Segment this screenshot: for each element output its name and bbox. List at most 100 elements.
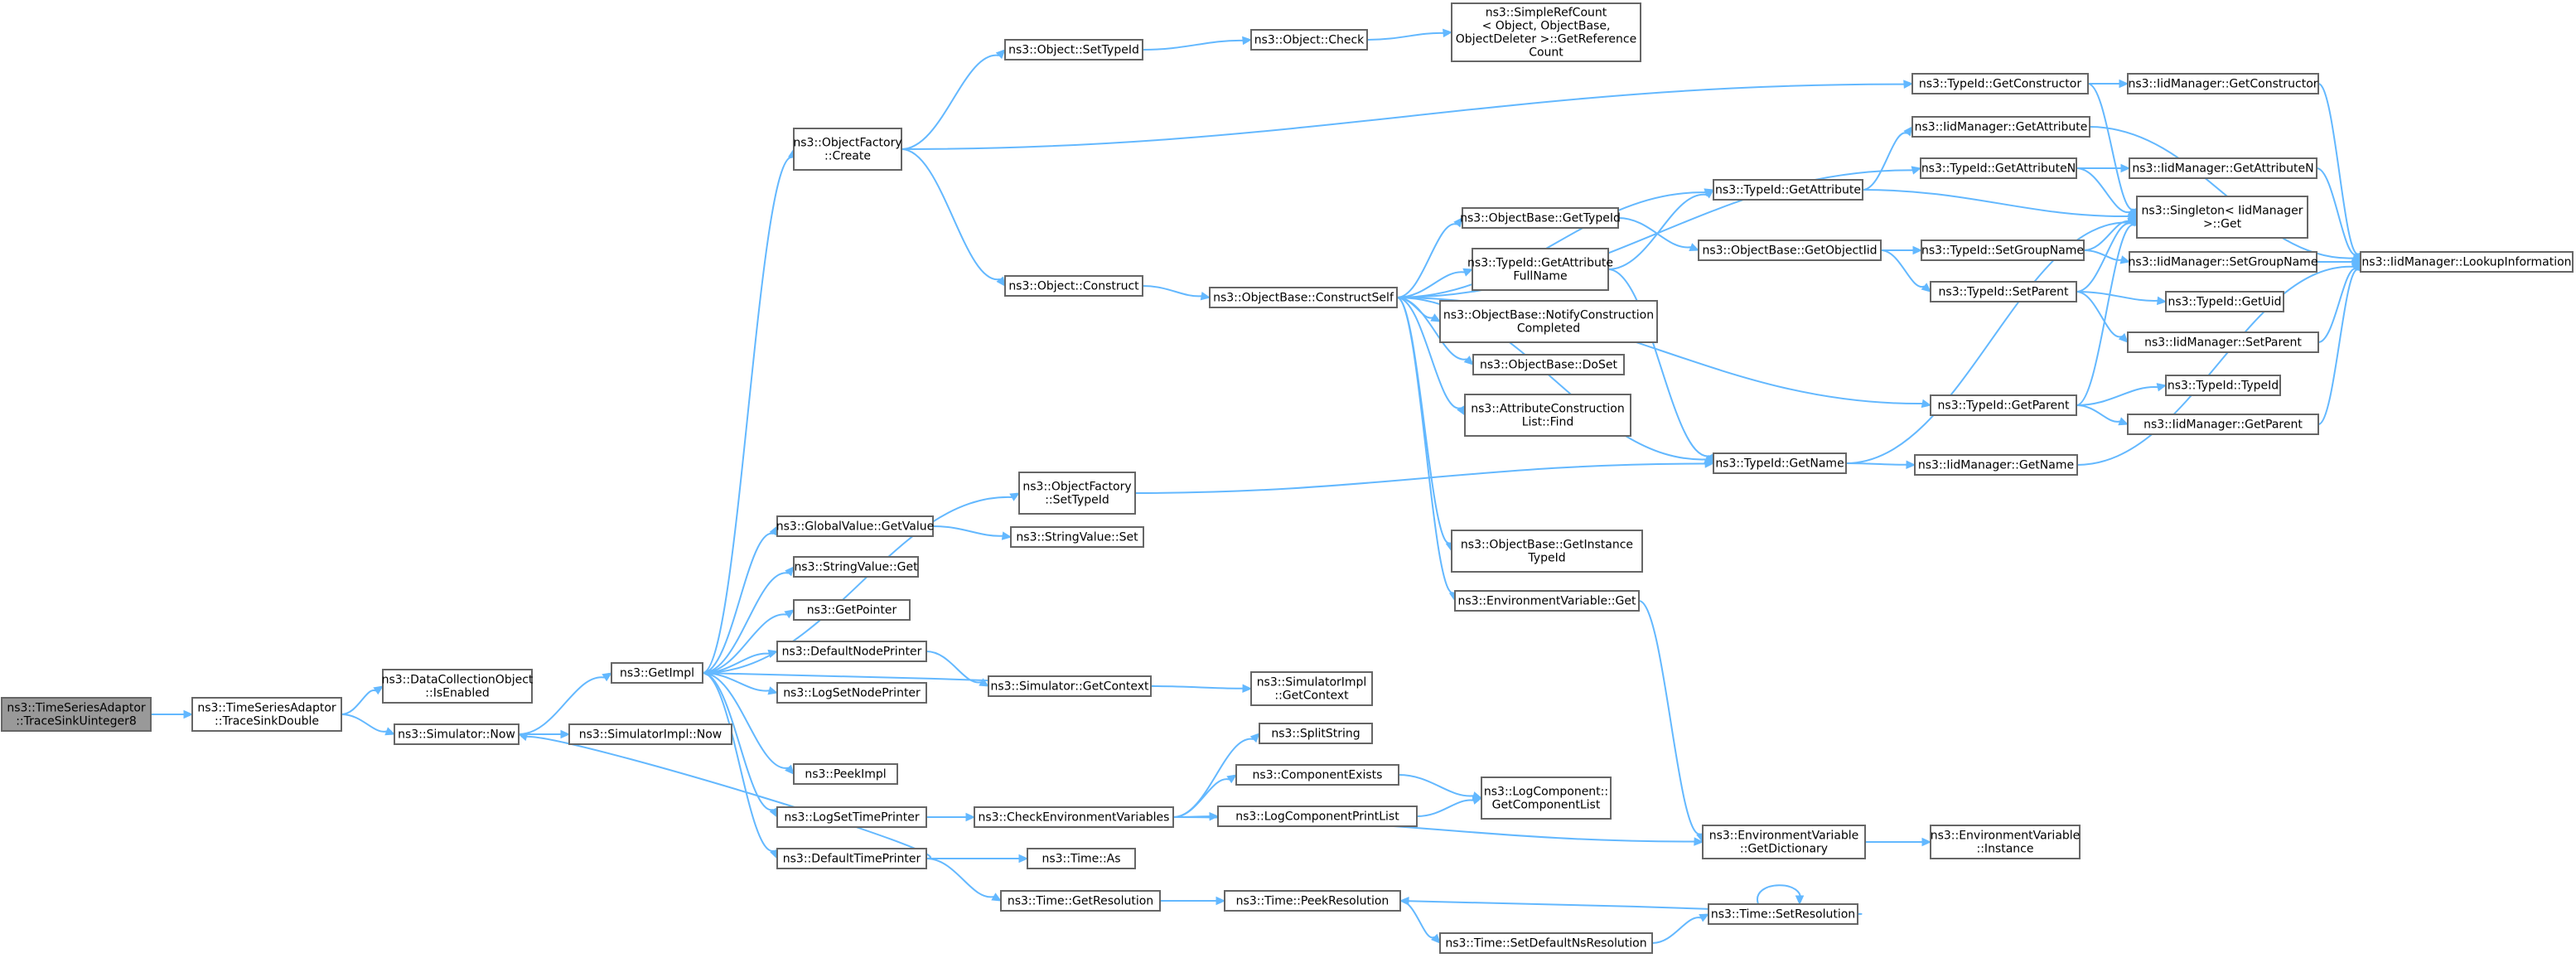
graph-node-checkenv[interactable]: ns3::CheckEnvironmentVariables <box>974 806 1174 828</box>
graph-node-timesetres[interactable]: ns3::Time::SetResolution <box>1708 903 1858 925</box>
graph-node-timeas[interactable]: ns3::Time::As <box>1027 848 1136 869</box>
graph-node-box <box>1250 29 1368 51</box>
graph-node-box <box>2129 157 2317 179</box>
graph-node-label: ns3::ComponentExists <box>1253 769 1383 782</box>
graph-node-tigetattrn[interactable]: ns3::TypeId::GetAttributeN <box>1920 157 2077 179</box>
graph-edge-arrowhead <box>767 686 779 695</box>
graph-node-obdoset[interactable]: ns3::ObjectBase::DoSet <box>1472 354 1625 375</box>
graph-node-obgetobjectiid[interactable]: ns3::ObjectBase::GetObjectIid <box>1698 240 1882 261</box>
graph-edge-objcheck-simplerefcount <box>1366 28 1453 41</box>
graph-edge-line <box>2083 249 2122 261</box>
graph-node-tigetuid[interactable]: ns3::TypeId::GetUid <box>2165 291 2284 312</box>
graph-node-gvget[interactable]: ns3::GlobalValue::GetValue <box>776 515 934 537</box>
graph-node-svget[interactable]: ns3::StringValue::Get <box>793 556 919 578</box>
graph-node-tigetname[interactable]: ns3::TypeId::GetName <box>1713 452 1847 474</box>
graph-node-setdefaultns[interactable]: ns3::Time::SetDefaultNsResolution <box>1439 932 1653 954</box>
graph-node-envinstance[interactable]: ns3::EnvironmentVariable::Instance <box>1930 825 2081 859</box>
graph-node-label: ns3::IidManager::SetGroupName <box>2129 256 2318 269</box>
graph-node-ofsettypeid[interactable]: ns3::ObjectFactory::SetTypeId <box>1018 472 1136 515</box>
graph-node-getimpl[interactable]: ns3::GetImpl <box>611 662 703 684</box>
graph-node-root[interactable]: ns3::TimeSeriesAdaptor::TraceSinkUintege… <box>1 697 152 732</box>
graph-edge-arrowhead <box>1795 895 1805 906</box>
graph-node-box <box>1004 39 1143 60</box>
graph-node-label: ns3::ObjectBase::DoSet <box>1480 359 1617 372</box>
graph-node-tigetattr[interactable]: ns3::TypeId::GetAttribute <box>1713 179 1863 201</box>
graph-node-simimplctx[interactable]: ns3::SimulatorImpl::GetContext <box>1250 671 1373 706</box>
graph-edge-line <box>2076 224 2135 406</box>
graph-node-getpointer[interactable]: ns3::GetPointer <box>793 599 911 621</box>
graph-edge-line <box>2076 404 2120 423</box>
graph-node-label: ns3::TypeId::SetParent <box>1939 286 2069 299</box>
graph-node-logsetnode[interactable]: ns3::LogSetNodePrinter <box>776 682 927 704</box>
graph-edge-line <box>702 532 774 674</box>
graph-edge-line <box>1862 189 2129 218</box>
graph-node-envget[interactable]: ns3::EnvironmentVariable::Get <box>1454 590 1640 612</box>
graph-node-label: Completed <box>1517 322 1580 336</box>
graph-node-ofcreate[interactable]: ns3::ObjectFactory::Create <box>793 128 902 171</box>
graph-node-label: ::GetContext <box>1274 689 1349 703</box>
graph-node-tigetconstructor[interactable]: ns3::TypeId::GetConstructor <box>1911 73 2089 94</box>
graph-edge-arrowhead <box>1249 733 1260 743</box>
graph-node-logcompget[interactable]: ns3::LogComponent::GetComponentList <box>1481 777 1612 820</box>
graph-node-logcompprint[interactable]: ns3::LogComponentPrintList <box>1217 806 1418 827</box>
graph-node-iidlookup[interactable]: ns3::IidManager::LookupInformation <box>2360 251 2574 273</box>
graph-edge-arrowhead <box>979 678 990 687</box>
graph-node-objsettypeid[interactable]: ns3::Object::SetTypeId <box>1004 39 1143 60</box>
graph-node-label: ns3::LogComponentPrintList <box>1235 810 1399 824</box>
graph-node-logsettime[interactable]: ns3::LogSetTimePrinter <box>776 806 927 828</box>
graph-node-label: ns3::LogSetTimePrinter <box>784 811 920 825</box>
graph-node-tsd[interactable]: ns3::TimeSeriesAdaptor::TraceSinkDouble <box>191 697 342 732</box>
graph-edge-arrowhead <box>183 709 194 719</box>
graph-node-singleton[interactable]: ns3::Singleton< IidManager>::Get <box>2136 196 2308 239</box>
graph-edge-deftime-simnow <box>517 733 931 859</box>
graph-edge-line <box>926 858 994 898</box>
graph-node-iidgetattr[interactable]: ns3::IidManager::GetAttribute <box>1911 116 2090 138</box>
graph-node-iidsetparent[interactable]: ns3::IidManager::SetParent <box>2127 331 2319 353</box>
graph-node-label: ns3::SimulatorImpl::Now <box>579 728 723 742</box>
graph-edge-simnow-getimpl <box>518 672 613 735</box>
graph-node-simgetctx[interactable]: ns3::Simulator::GetContext <box>988 675 1152 697</box>
graph-node-objcheck[interactable]: ns3::Object::Check <box>1250 29 1368 51</box>
graph-node-box <box>1451 2 1641 62</box>
graph-node-tisetgroup[interactable]: ns3::TypeId::SetGroupName <box>1921 240 2085 261</box>
graph-node-label: ::TraceSinkDouble <box>215 715 319 728</box>
graph-node-peekres[interactable]: ns3::Time::PeekResolution <box>1224 890 1401 912</box>
graph-node-defnode[interactable]: ns3::DefaultNodePrinter <box>776 641 927 662</box>
graph-node-construct[interactable]: ns3::ObjectBase::ConstructSelf <box>1209 287 1398 308</box>
graph-edge-arrowhead <box>1242 684 1253 694</box>
graph-node-label: ns3::TimeSeriesAdaptor <box>197 702 336 715</box>
graph-node-envgetdict[interactable]: ns3::EnvironmentVariable::GetDictionary <box>1702 825 1866 859</box>
graph-node-tisetparent[interactable]: ns3::TypeId::SetParent <box>1930 281 2077 302</box>
graph-edge-tigetattrn-singleton <box>2076 167 2138 218</box>
graph-node-simimplnow[interactable]: ns3::SimulatorImpl::Now <box>568 723 732 745</box>
graph-node-iidgetattrn[interactable]: ns3::IidManager::GetAttributeN <box>2129 157 2317 179</box>
graph-node-splitstring[interactable]: ns3::SplitString <box>1259 723 1373 744</box>
graph-node-label: ns3::TypeId::GetAttribute <box>1715 184 1861 197</box>
graph-node-simnow[interactable]: ns3::Simulator::Now <box>394 723 520 745</box>
graph-node-iidsetgroup[interactable]: ns3::IidManager::SetGroupName <box>2129 251 2318 273</box>
graph-node-tigetparent[interactable]: ns3::TypeId::GetParent <box>1930 394 2077 416</box>
graph-node-deftime[interactable]: ns3::DefaultTimePrinter <box>776 848 927 869</box>
graph-node-svset[interactable]: ns3::StringValue::Set <box>1010 526 1144 548</box>
graph-node-objconstruct[interactable]: ns3::Object::Construct <box>1004 275 1143 297</box>
graph-node-iidgetconstructor[interactable]: ns3::IidManager::GetConstructor <box>2127 73 2319 94</box>
graph-node-iidgetname[interactable]: ns3::IidManager::GetName <box>1914 454 2078 476</box>
graph-edge-iidgetname-iidlookup <box>2076 261 2361 466</box>
graph-edge-arrowhead <box>1694 837 1704 846</box>
graph-node-simplerefcount[interactable]: ns3::SimpleRefCount< Object, ObjectBase,… <box>1451 2 1641 62</box>
graph-node-box <box>776 515 934 537</box>
graph-node-titypeid[interactable]: ns3::TypeId::TypeId <box>2165 375 2281 396</box>
graph-node-label: ns3::ObjectBase::ConstructSelf <box>1213 292 1394 305</box>
graph-edge-arrowhead <box>384 727 396 736</box>
graph-node-peekimpl[interactable]: ns3::PeekImpl <box>793 763 898 785</box>
graph-node-compexists[interactable]: ns3::ComponentExists <box>1235 764 1399 786</box>
graph-node-timegetres[interactable]: ns3::Time::GetResolution <box>1000 890 1161 912</box>
graph-node-dco[interactable]: ns3::DataCollectionObject::IsEnabled <box>382 669 534 704</box>
graph-node-obgettypeid[interactable]: ns3::ObjectBase::GetTypeId <box>1460 207 1621 229</box>
graph-node-box <box>1224 890 1401 912</box>
graph-node-iidgetparent[interactable]: ns3::IidManager::GetParent <box>2127 414 2319 435</box>
graph-node-obnotify[interactable]: ns3::ObjectBase::NotifyConstructionCompl… <box>1439 300 1658 343</box>
